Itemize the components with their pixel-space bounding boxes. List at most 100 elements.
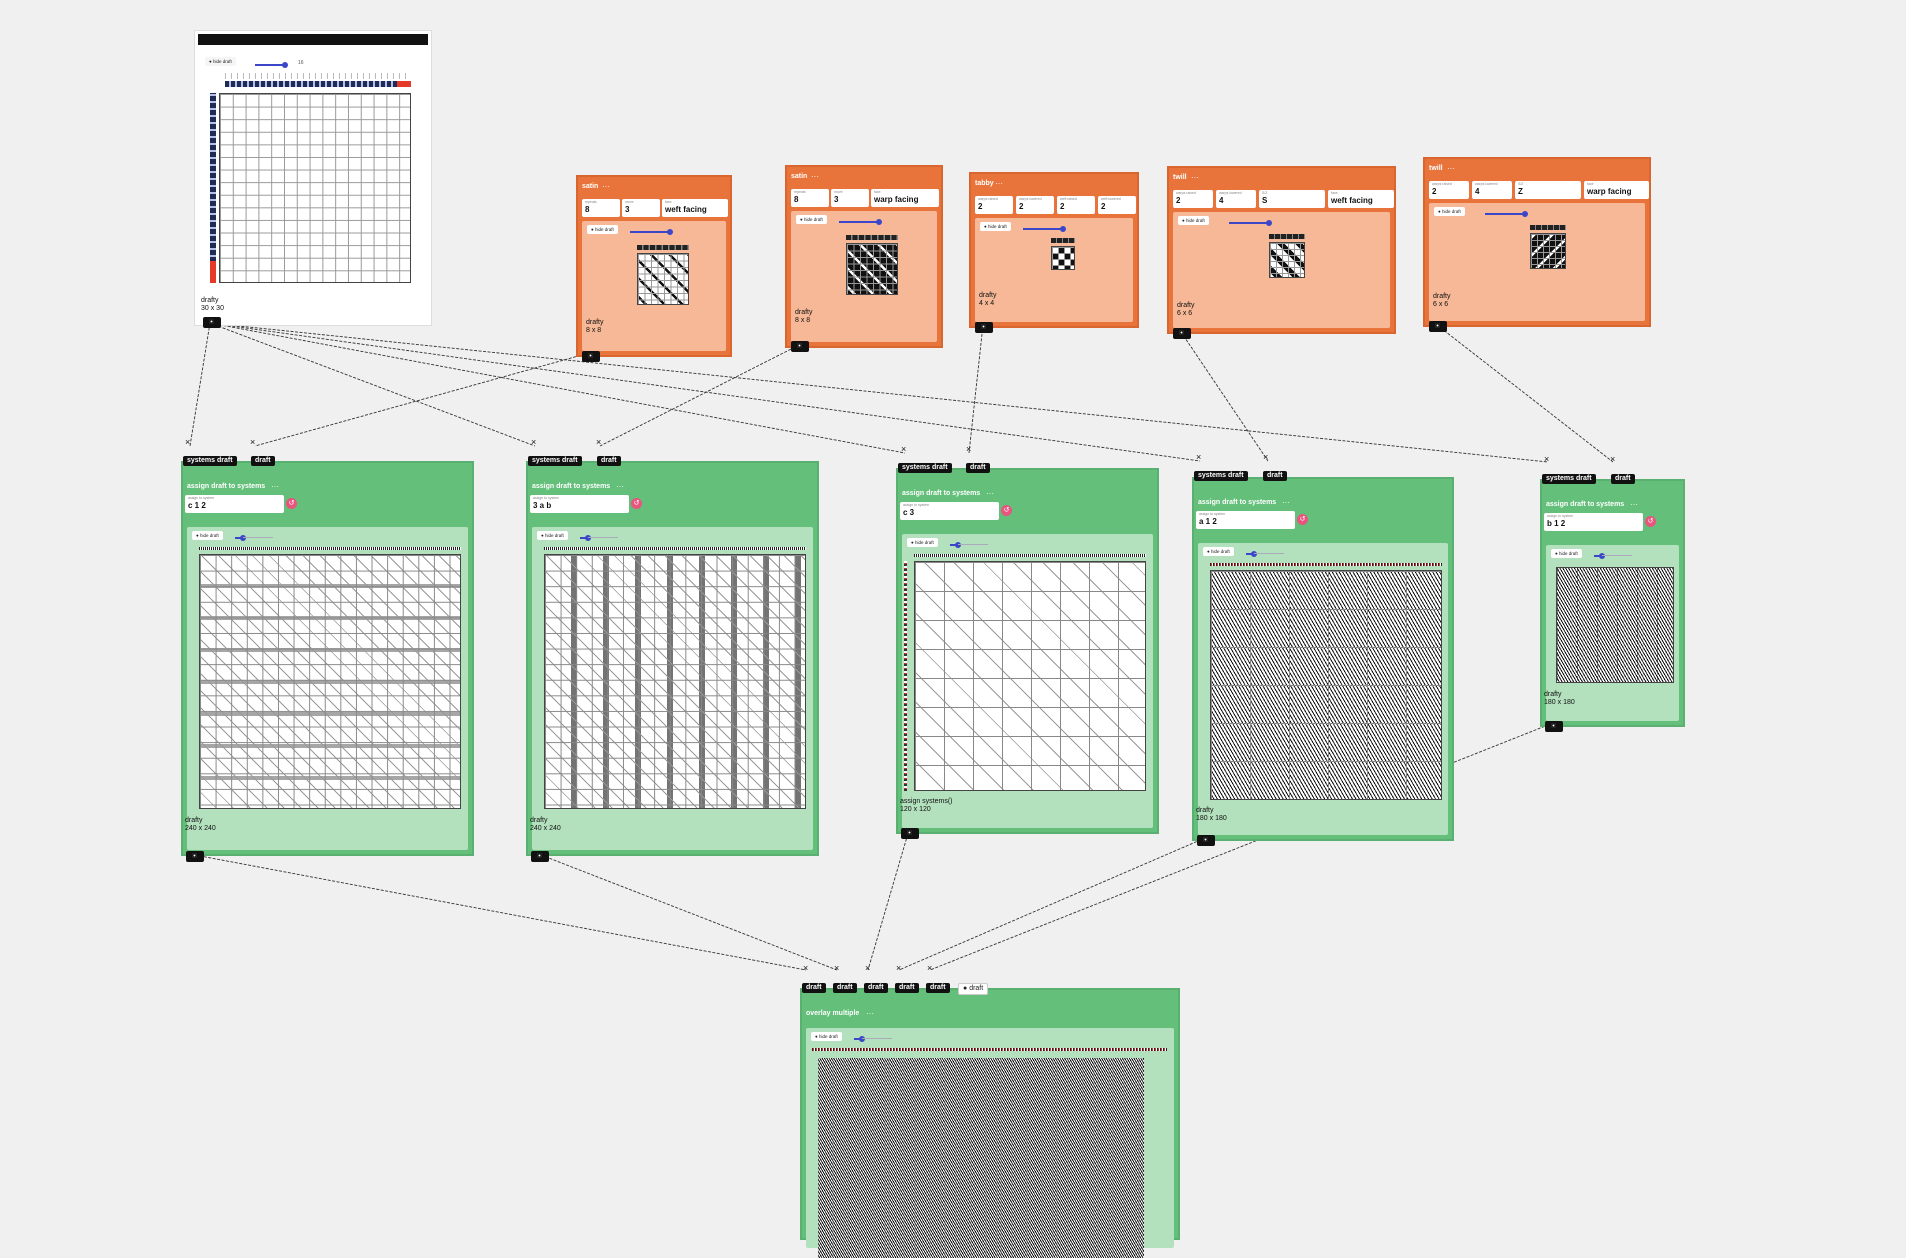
remove-connection-icon[interactable]: ×	[250, 437, 256, 447]
more-menu-icon[interactable]: ···	[866, 1009, 874, 1018]
view-draft-icon[interactable]	[901, 828, 919, 839]
source-draft-header-bar[interactable]	[198, 34, 428, 45]
hide-draft-button[interactable]: ● hide draft	[1551, 549, 1582, 558]
hide-draft-button[interactable]: ● hide draft	[537, 531, 568, 540]
remove-connection-icon[interactable]: ×	[1610, 454, 1616, 464]
more-menu-icon[interactable]: ···	[1630, 500, 1638, 509]
input-port-systems-draft[interactable]: systems draft	[1194, 471, 1248, 481]
remove-connection-icon[interactable]: ×	[896, 963, 902, 973]
view-draft-icon[interactable]	[203, 317, 221, 328]
remove-connection-icon[interactable]: ×	[834, 963, 840, 973]
more-menu-icon[interactable]: ···	[271, 482, 279, 491]
input-port-draft-3[interactable]: draft	[864, 983, 888, 993]
hide-draft-button[interactable]: ● hide draft	[587, 225, 618, 234]
remove-connection-icon[interactable]: ×	[927, 963, 933, 973]
assigned-draft-grid[interactable]	[199, 554, 461, 809]
remove-connection-icon[interactable]: ×	[865, 963, 871, 973]
satin-draft-grid[interactable]	[846, 243, 898, 295]
refresh-icon[interactable]: ↺	[286, 498, 297, 509]
draft-zoom-slider[interactable]	[950, 541, 988, 548]
input-port-draft[interactable]: draft	[1611, 474, 1635, 484]
draft-zoom-slider[interactable]	[1594, 552, 1632, 559]
view-draft-icon[interactable]	[531, 851, 549, 862]
input-port-draft[interactable]: draft	[251, 456, 275, 466]
input-port-systems-draft[interactable]: systems draft	[1542, 474, 1596, 484]
view-draft-icon[interactable]	[582, 351, 600, 362]
draft-zoom-slider[interactable]	[1485, 210, 1528, 217]
view-draft-icon[interactable]	[975, 322, 993, 333]
remove-connection-icon[interactable]: ×	[185, 437, 191, 447]
input-port-draft-2[interactable]: draft	[833, 983, 857, 993]
draft-zoom-slider[interactable]	[1229, 219, 1272, 226]
assign-draft-node[interactable]: assign draft to systems ··· assign to sy…	[1192, 477, 1454, 846]
draft-zoom-slider[interactable]	[1246, 550, 1284, 557]
refresh-icon[interactable]: ↺	[1001, 505, 1012, 516]
source-draft-grid[interactable]	[219, 93, 411, 283]
more-menu-icon[interactable]: ···	[1447, 164, 1455, 173]
more-menu-icon[interactable]: ···	[986, 489, 994, 498]
draft-zoom-slider[interactable]	[839, 218, 882, 225]
input-port-systems-draft[interactable]: systems draft	[898, 463, 952, 473]
remove-connection-icon[interactable]: ×	[1544, 454, 1550, 464]
assign-draft-node[interactable]: assign draft to systems ··· assign to sy…	[896, 468, 1159, 839]
input-port-draft[interactable]: draft	[597, 456, 621, 466]
view-draft-icon[interactable]	[1197, 835, 1215, 846]
view-draft-icon[interactable]	[791, 341, 809, 352]
twill-draft-grid[interactable]	[1269, 242, 1305, 278]
assigned-draft-grid[interactable]	[1556, 567, 1674, 683]
assigned-draft-grid[interactable]	[1210, 570, 1442, 800]
more-menu-icon[interactable]: ···	[602, 182, 610, 191]
input-port-draft[interactable]: draft	[966, 463, 990, 473]
hide-draft-button[interactable]: ● hide draft	[1434, 207, 1465, 216]
assign-draft-node[interactable]: assign draft to systems ··· assign to sy…	[526, 461, 819, 862]
draft-zoom-slider[interactable]	[255, 61, 288, 68]
remove-connection-icon[interactable]: ×	[1263, 452, 1269, 462]
view-draft-icon[interactable]	[1545, 721, 1563, 732]
refresh-icon[interactable]: ↺	[1645, 516, 1656, 527]
input-port-draft-5[interactable]: draft	[926, 983, 950, 993]
assign-draft-node[interactable]: assign draft to systems ··· assign to sy…	[1540, 479, 1685, 732]
hide-draft-button[interactable]: ● hide draft	[980, 222, 1011, 231]
tabby-draft-grid[interactable]	[1051, 246, 1075, 270]
assigned-draft-grid[interactable]	[544, 554, 806, 809]
more-menu-icon[interactable]: ···	[811, 172, 819, 181]
input-port-draft[interactable]: draft	[1263, 471, 1287, 481]
refresh-icon[interactable]: ↺	[631, 498, 642, 509]
draft-zoom-slider[interactable]	[580, 534, 618, 541]
remove-connection-icon[interactable]: ×	[1196, 452, 1202, 462]
overlay-draft-grid[interactable]	[818, 1058, 1144, 1258]
remove-connection-icon[interactable]: ×	[803, 963, 809, 973]
input-port-systems-draft[interactable]: systems draft	[183, 456, 237, 466]
add-input-port[interactable]: ● draft	[958, 983, 989, 995]
satin-draft-grid[interactable]	[637, 253, 689, 305]
view-draft-icon[interactable]	[186, 851, 204, 862]
hide-draft-button[interactable]: ● hide draft	[192, 531, 223, 540]
assigned-draft-grid[interactable]	[914, 561, 1146, 791]
refresh-icon[interactable]: ↺	[1297, 514, 1308, 525]
more-menu-icon[interactable]: ···	[1282, 498, 1290, 507]
assign-draft-node[interactable]: assign draft to systems ··· assign to sy…	[181, 461, 474, 862]
